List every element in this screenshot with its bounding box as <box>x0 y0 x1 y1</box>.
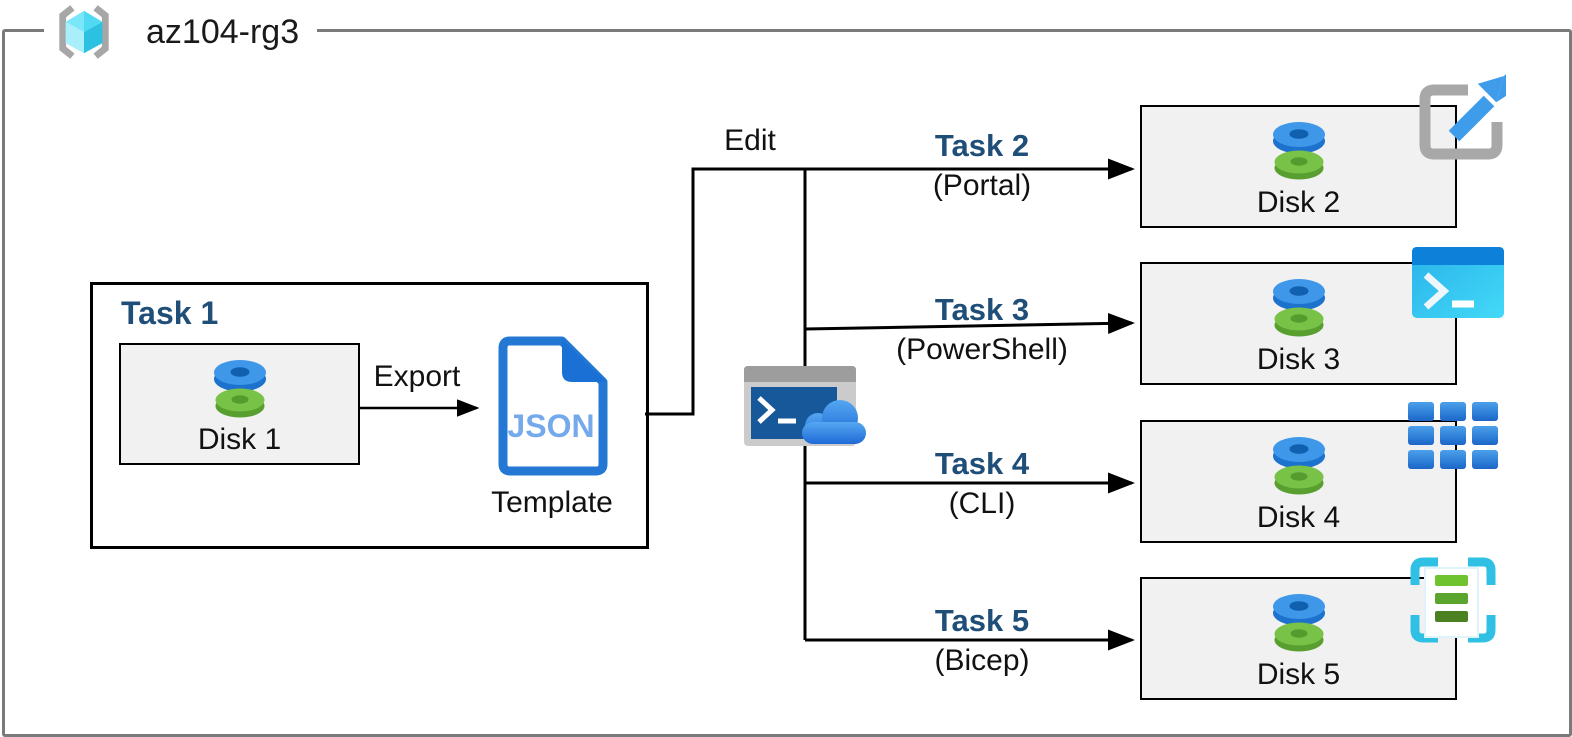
managed-disk-icon <box>1272 122 1325 180</box>
task1-title: Task 1 <box>121 295 219 331</box>
task5-title: Task 5 <box>934 603 1030 638</box>
task4-title: Task 4 <box>934 446 1030 481</box>
task1-box: Task 1 Disk 1 <box>90 282 649 549</box>
azure-portal-icon <box>1419 74 1506 160</box>
task4-label-group: Task 4 (CLI) <box>867 446 1097 521</box>
powershell-icon <box>1412 247 1504 318</box>
task3-label-group: Task 3 (PowerShell) <box>867 292 1097 367</box>
json-template-icon: JSON <box>498 336 608 476</box>
disk1-box: Disk 1 <box>119 343 360 465</box>
export-label: Export <box>373 360 461 393</box>
task4-method: (CLI) <box>948 487 1016 520</box>
resource-group-icon <box>59 5 109 59</box>
task3-method: (PowerShell) <box>896 333 1068 366</box>
disk3-label: Disk 3 <box>1256 343 1341 376</box>
disk5-box: Disk 5 <box>1140 577 1457 700</box>
disk3-box: Disk 3 <box>1140 262 1457 385</box>
task2-title: Task 2 <box>934 128 1030 163</box>
disk2-box: Disk 2 <box>1140 105 1457 228</box>
resource-group-header: az104-rg3 <box>44 0 318 64</box>
disk4-label: Disk 4 <box>1256 501 1341 534</box>
task2-label-group: Task 2 (Portal) <box>867 128 1097 203</box>
task5-method: (Bicep) <box>934 644 1030 677</box>
task2-method: (Portal) <box>932 169 1032 202</box>
azure-cli-icon <box>1408 402 1498 469</box>
managed-disk-icon <box>213 360 266 418</box>
disk4-box: Disk 4 <box>1140 420 1457 543</box>
task5-label-group: Task 5 (Bicep) <box>867 603 1097 678</box>
managed-disk-icon <box>1272 279 1325 337</box>
cloud-shell-icon <box>744 366 866 446</box>
bicep-icon <box>1410 557 1496 643</box>
resource-group-frame <box>2 29 1572 737</box>
disk1-label: Disk 1 <box>197 423 282 456</box>
edit-label: Edit <box>724 124 776 157</box>
managed-disk-icon <box>1272 437 1325 495</box>
task3-title: Task 3 <box>934 292 1030 327</box>
resource-group-name: az104-rg3 <box>146 12 300 51</box>
disk2-label: Disk 2 <box>1256 186 1341 219</box>
template-label: Template <box>491 486 613 519</box>
managed-disk-icon <box>1272 594 1325 652</box>
disk5-label: Disk 5 <box>1256 658 1341 691</box>
json-badge-text: JSON <box>507 408 594 444</box>
